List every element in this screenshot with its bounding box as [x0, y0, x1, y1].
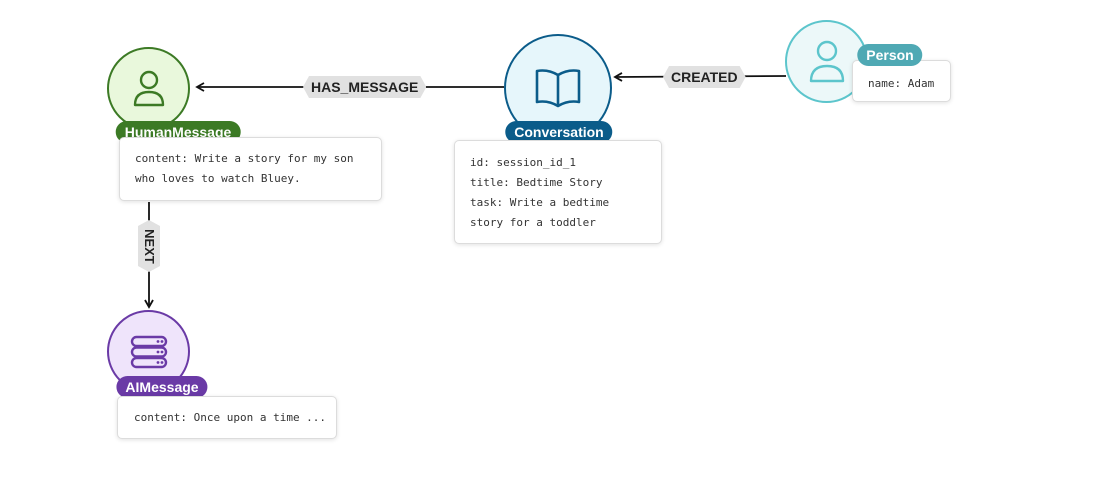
person-label: Person — [857, 44, 923, 66]
human-message-prop-line: content: Write a story for my son — [135, 152, 354, 165]
ai-message-prop-line: content: Once upon a time ... — [134, 411, 327, 424]
created-edge-label: CREATED — [663, 66, 746, 88]
conversation-prop-line: task: Write a bedtime — [470, 196, 610, 209]
person-properties: name: Adam — [852, 60, 951, 102]
conversation-prop-line: title: Bedtime Story — [470, 176, 603, 189]
ai-message-properties: content: Once upon a time ... — [117, 396, 337, 439]
person-icon — [133, 70, 164, 106]
next-edge-label: NEXT — [138, 220, 160, 272]
book-icon — [535, 69, 581, 108]
database-icon — [130, 335, 167, 368]
human-message-node[interactable] — [107, 47, 190, 130]
human-message-prop-line: who loves to watch Bluey. — [135, 172, 301, 185]
ai-message-label: AIMessage — [116, 376, 208, 398]
created-edge-text: CREATED — [671, 69, 738, 85]
person-icon — [809, 40, 844, 82]
has-message-edge-label: HAS_MESSAGE — [303, 76, 426, 98]
person-prop-line: name: Adam — [868, 77, 935, 90]
next-edge-text: NEXT — [141, 228, 157, 264]
conversation-properties: id: session_id_1 title: Bedtime Story ta… — [454, 140, 662, 244]
conversation-label: Conversation — [505, 121, 613, 143]
human-message-properties: content: Write a story for my son who lo… — [119, 137, 382, 201]
conversation-prop-line: story for a toddler — [470, 216, 596, 229]
conversation-prop-line: id: session_id_1 — [470, 156, 576, 169]
